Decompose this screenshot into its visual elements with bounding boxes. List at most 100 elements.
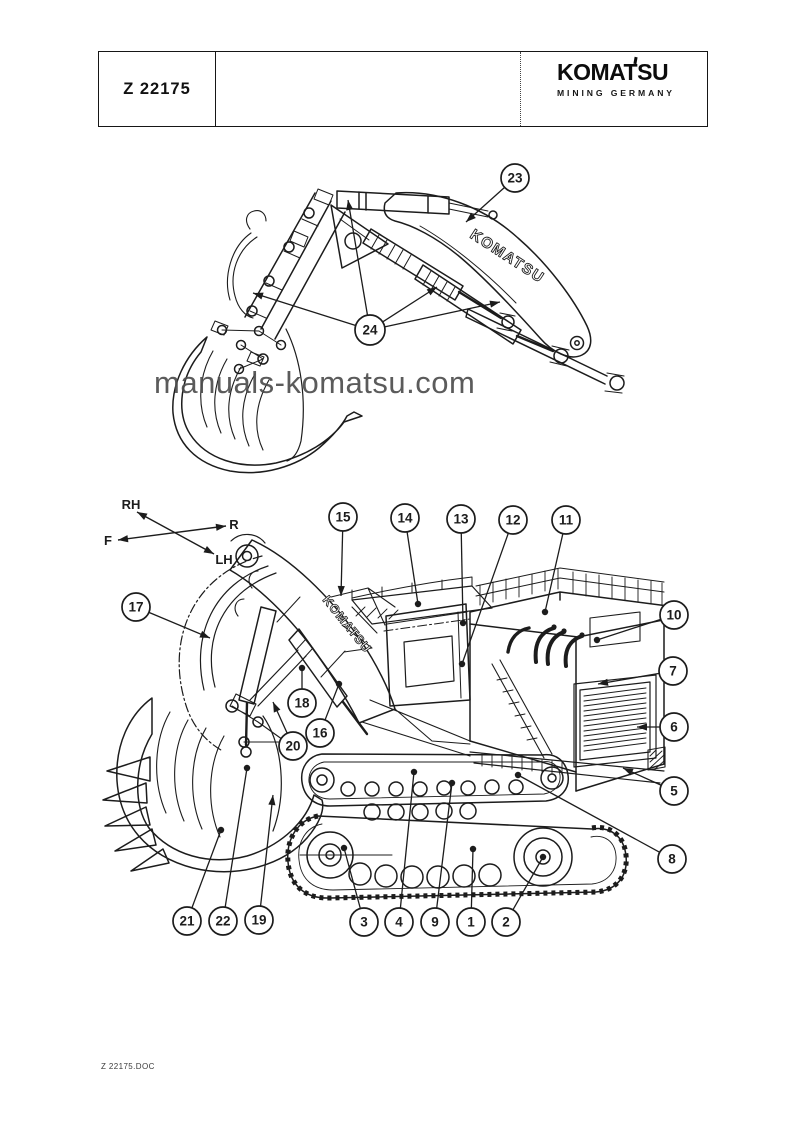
callout-number: 5: [670, 784, 678, 799]
leader-line: [406, 531, 419, 605]
callout-8: 8: [514, 771, 687, 874]
callout-circle: [390, 503, 420, 533]
callout-9: 9: [420, 779, 456, 937]
callout-24: 24: [252, 199, 501, 346]
callout-number: 12: [505, 513, 520, 528]
leader-dot: [541, 608, 549, 616]
leader-line: [224, 767, 248, 908]
leader-arrowhead: [137, 512, 148, 520]
leader-arrowhead: [268, 795, 276, 806]
callout-number: 18: [294, 696, 310, 711]
callout-circle: [420, 907, 450, 937]
callout-circle: [121, 592, 151, 622]
footer-note: Z 22175.DOC: [101, 1062, 155, 1071]
leader-arrowhead: [199, 630, 210, 638]
cab: [385, 603, 471, 707]
callout-circle: [328, 502, 358, 532]
leader-arrowhead: [203, 546, 214, 554]
callout-number: 11: [559, 513, 574, 528]
direction-label-RH: RH: [122, 497, 141, 512]
callout-number: 14: [397, 511, 413, 526]
leader-dot: [414, 600, 422, 608]
leader-line: [259, 794, 274, 907]
title-block: Z 22175 KOMATSU MINING GERMANY: [98, 51, 708, 127]
callout-circle: [551, 505, 581, 535]
cylinder-top: [336, 190, 450, 215]
cylinder-b: [414, 264, 522, 345]
callout-11: 11: [541, 505, 581, 616]
leader-arrowhead: [637, 723, 647, 731]
callout-circle: [446, 504, 476, 534]
callout-10: 10: [593, 600, 689, 644]
callout-number: 16: [312, 726, 328, 741]
callout-17: 17: [121, 592, 211, 639]
leader-arrowhead: [489, 300, 500, 308]
callout-14: 14: [390, 503, 422, 608]
doc-number: Z 22175: [123, 79, 191, 98]
far-track: [300, 753, 569, 807]
callout-circle: [659, 600, 689, 630]
callout-circle: [354, 314, 386, 346]
leader-dot: [593, 636, 601, 644]
callout-number: 9: [431, 915, 439, 930]
callout-number: 24: [362, 323, 378, 338]
leader-line: [436, 782, 453, 909]
leader-dot: [340, 844, 348, 852]
doc-number-cell: Z 22175: [99, 52, 215, 126]
boom-brand-text-upper: KOMATSU: [467, 226, 548, 287]
leader-dot: [448, 779, 456, 787]
callout-23: 23: [465, 163, 530, 223]
leader-dot: [459, 619, 467, 627]
leader-line: [597, 672, 660, 685]
leader-line: [340, 530, 344, 597]
upper-bucket-shell: [172, 336, 363, 474]
leader-arrowhead: [598, 678, 609, 686]
leader-dot: [539, 853, 547, 861]
leader-arrowhead: [273, 702, 281, 713]
callout-circle: [208, 906, 238, 936]
figure-boom-assembly: KOMATSU: [172, 188, 625, 474]
callout-3: 3: [340, 844, 379, 937]
leader-line: [343, 847, 361, 909]
leader-line: [324, 683, 340, 721]
boom-brand-text-lower: KOMATSU: [320, 593, 374, 656]
leader-line: [252, 292, 356, 327]
callout-20: 20: [272, 701, 308, 761]
callout-number: 21: [179, 914, 195, 929]
komatsu-logo: KOMATSU MINING GERMANY: [557, 56, 699, 98]
callout-number: 4: [395, 915, 403, 930]
brand-name: KOMATSU: [557, 56, 669, 84]
callout-6: 6: [637, 712, 689, 742]
callout-circle: [658, 656, 688, 686]
callout-number: 13: [453, 512, 469, 527]
leader-dot: [514, 771, 522, 779]
callout-number: 1: [467, 915, 475, 930]
leader-line: [382, 286, 438, 323]
callout-circle: [659, 776, 689, 806]
callout-circle: [305, 718, 335, 748]
direction-label-LH: LH: [215, 552, 232, 567]
idler-wheel: [513, 827, 573, 887]
direction-label-R: R: [229, 517, 239, 532]
callout-circle: [657, 844, 687, 874]
callout-7: 7: [597, 656, 688, 686]
leader-dot: [243, 764, 251, 772]
leader-line: [544, 533, 564, 613]
leader-arrowhead: [426, 287, 437, 296]
callout-circle: [287, 688, 317, 718]
leader-arrowhead: [215, 523, 226, 531]
leader-arrowhead: [118, 535, 129, 543]
leader-arrowhead: [253, 292, 264, 300]
callout-circle: [500, 163, 530, 193]
callout-number: 8: [668, 852, 676, 867]
leader-line: [191, 829, 222, 909]
bucket-teeth: [102, 756, 170, 872]
callout-22: 22: [208, 764, 251, 936]
leader-arrowhead: [623, 768, 634, 776]
leader-line: [517, 774, 661, 853]
deck-pipes: [533, 626, 584, 668]
cylinder-c: [465, 308, 608, 385]
callout-circle: [384, 907, 414, 937]
